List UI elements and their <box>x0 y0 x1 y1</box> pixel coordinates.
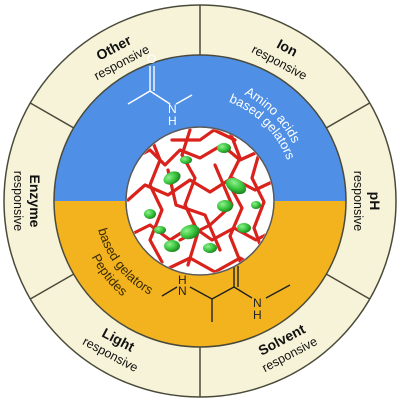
dipeptide-nh-right: N H <box>253 296 262 322</box>
gel-network-icon <box>125 126 275 276</box>
svg-text:H: H <box>178 273 187 287</box>
svg-text:H: H <box>168 114 177 128</box>
svg-text:responsive: responsive <box>11 171 25 231</box>
inner-circle-border <box>53 54 347 348</box>
dipeptide-nh-left: H N <box>178 273 187 298</box>
segment-enzyme: Enzyme responsive <box>11 171 43 231</box>
svg-text:responsive: responsive <box>351 171 365 231</box>
svg-text:Enzyme: Enzyme <box>27 175 43 228</box>
amide-molecule-icon <box>127 66 193 105</box>
svg-text:H: H <box>253 308 262 322</box>
svg-text:pH: pH <box>367 192 383 211</box>
dipeptide-molecule-icon <box>161 266 291 322</box>
svg-text:N: N <box>168 102 177 116</box>
amide-o-atom: O <box>147 52 156 66</box>
segment-ph: pH responsive <box>351 171 383 231</box>
amide-nh-label: N H <box>168 102 177 128</box>
svg-text:N: N <box>178 284 187 298</box>
svg-text:N: N <box>253 296 262 310</box>
